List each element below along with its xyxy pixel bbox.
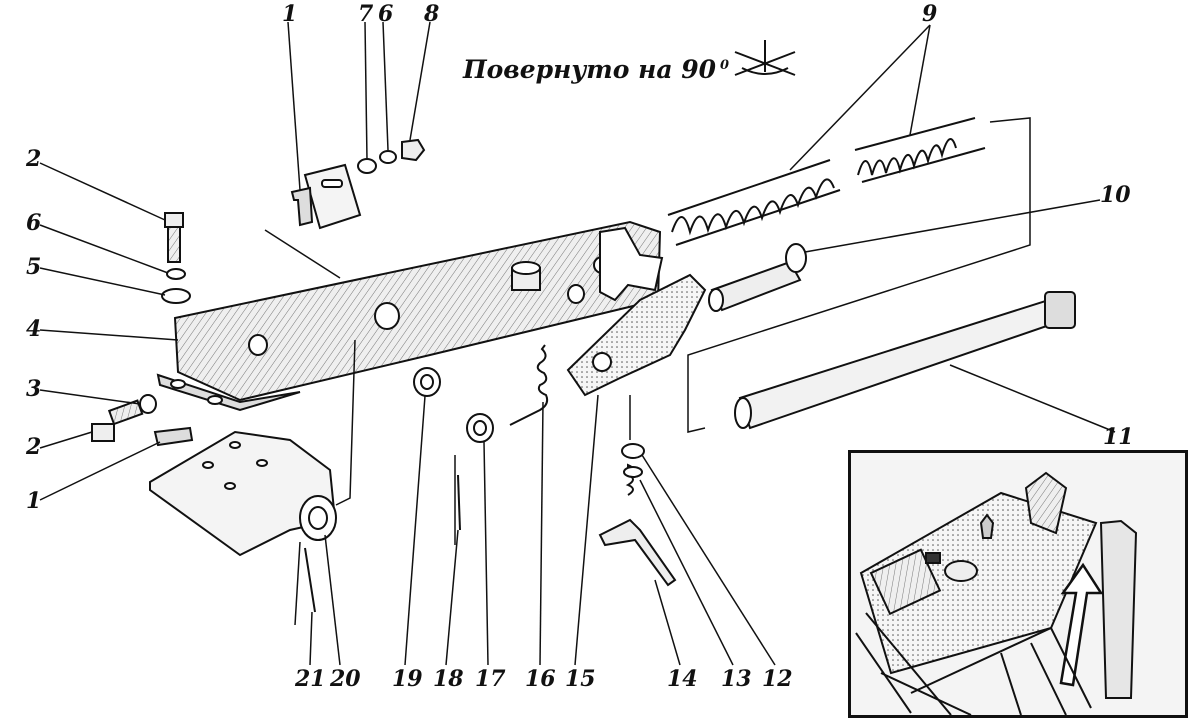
callout-18: 18 — [433, 666, 464, 692]
callout-21: 21 — [295, 666, 326, 692]
assembly-guide-lines — [264, 117, 1031, 626]
callout-3: 3 — [26, 376, 42, 402]
washer-12 — [621, 443, 645, 459]
callout-1-top: 1 — [282, 1, 298, 27]
leader-lines — [39, 21, 1116, 666]
cotter-pin-21 — [304, 547, 316, 613]
callout-19: 19 — [392, 666, 423, 692]
callout-2-top: 2 — [26, 146, 42, 172]
callout-9: 9 — [922, 1, 938, 27]
callout-20: 20 — [330, 666, 361, 692]
washer-7 — [357, 158, 377, 174]
washer-6 — [166, 268, 186, 280]
tractor-cab-sketch — [855, 471, 1138, 715]
washer-6-top — [379, 150, 397, 164]
rotation-symbol-icon — [734, 40, 796, 76]
callout-14: 14 — [667, 666, 698, 692]
callout-13: 13 — [721, 666, 752, 692]
callout-10: 10 — [1100, 182, 1131, 208]
washer-20-hole — [308, 506, 328, 530]
callout-11: 11 — [1103, 424, 1134, 450]
rod — [734, 291, 1076, 430]
callout-5: 5 — [26, 254, 42, 280]
plunger — [708, 243, 807, 312]
washer-19 — [413, 367, 441, 397]
callout-15: 15 — [565, 666, 596, 692]
spring-short — [854, 117, 986, 183]
callout-6-top: 6 — [378, 1, 394, 27]
torsion-spring — [509, 344, 549, 426]
cotter-pin-18 — [457, 474, 461, 531]
callout-4: 4 — [26, 316, 42, 342]
location-inset — [848, 450, 1188, 718]
rotation-note-degree: 0 — [720, 57, 730, 73]
nut-8 — [401, 138, 426, 162]
callout-12: 12 — [762, 666, 793, 692]
spring-long — [667, 159, 841, 246]
callout-8: 8 — [424, 1, 440, 27]
latch — [566, 273, 707, 397]
washer-5 — [161, 288, 191, 304]
callout-17: 17 — [475, 666, 506, 692]
frame-pin — [511, 261, 541, 291]
callout-6: 6 — [26, 210, 42, 236]
washer-17-hole — [473, 420, 487, 436]
handle — [598, 463, 677, 587]
washer-3 — [139, 394, 157, 414]
bolt-bottom — [91, 399, 144, 442]
clip-top — [290, 186, 314, 227]
lock-plate — [303, 163, 362, 230]
callout-7: 7 — [358, 1, 374, 27]
callout-1: 1 — [26, 488, 42, 514]
clip-bottom — [153, 426, 194, 447]
washer-13 — [623, 466, 643, 478]
washer-19-hole — [420, 374, 434, 390]
rotation-note-text: Повернуто на 90 — [463, 55, 717, 84]
bolt-top — [164, 212, 184, 263]
callout-16: 16 — [525, 666, 556, 692]
callout-2: 2 — [26, 434, 42, 460]
washer-17 — [466, 413, 494, 443]
washer-20 — [299, 495, 337, 541]
